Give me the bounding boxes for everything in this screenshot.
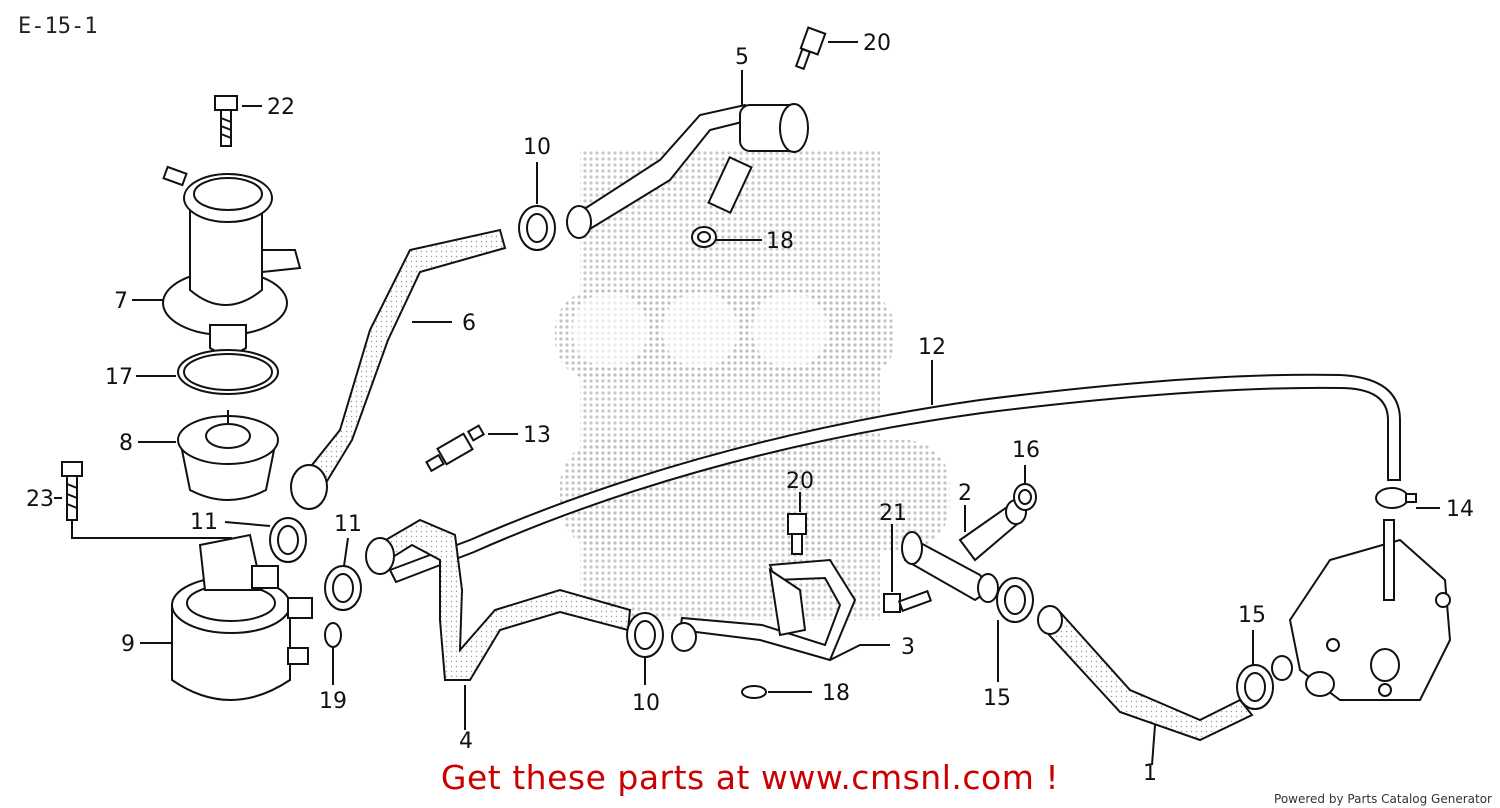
part-label: 11 bbox=[190, 510, 218, 535]
part-label: 13 bbox=[523, 423, 551, 448]
part-label: 22 bbox=[267, 95, 295, 120]
clamp-11a-icon bbox=[269, 517, 307, 563]
part-label: 15 bbox=[983, 686, 1011, 711]
thermostat-cover-7-icon bbox=[162, 165, 302, 355]
clamp-11b-icon bbox=[324, 565, 362, 611]
clip-14-icon bbox=[1375, 487, 1417, 509]
bolt-22-icon bbox=[214, 95, 238, 147]
part-label: 3 bbox=[901, 635, 915, 660]
thermostat-housing-9-icon bbox=[171, 533, 313, 701]
part-label: 17 bbox=[105, 365, 133, 390]
part-label: 16 bbox=[1012, 438, 1040, 463]
part-label: 4 bbox=[459, 729, 473, 754]
cta-link[interactable]: Get these parts at www.cmsnl.com ! bbox=[440, 758, 1060, 797]
part-label: 8 bbox=[119, 431, 133, 456]
temp-sensor-13-icon bbox=[425, 424, 486, 473]
part-label: 23 bbox=[26, 487, 54, 512]
bolt-20b-icon bbox=[787, 513, 807, 555]
part-label: 5 bbox=[735, 45, 749, 70]
part-label: 20 bbox=[786, 469, 814, 494]
part-label: 1 bbox=[1143, 761, 1157, 786]
bolt-20a-icon bbox=[794, 26, 827, 71]
part-labels: 1 2 3 4 5 6 7 8 9 10 10 11 11 12 13 14 1… bbox=[26, 31, 1474, 786]
part-label: 19 bbox=[319, 689, 347, 714]
part-label: 18 bbox=[822, 681, 850, 706]
water-pump-cover-icon bbox=[1271, 519, 1452, 701]
elbow-pipe-5-icon bbox=[566, 103, 809, 239]
part-label: 20 bbox=[863, 31, 891, 56]
part-label: 6 bbox=[462, 311, 476, 336]
bolt-21-icon bbox=[883, 589, 933, 613]
washer-18b-icon bbox=[741, 685, 767, 699]
powered-by-footer: Powered by Parts Catalog Generator bbox=[1274, 792, 1492, 806]
part-label: 21 bbox=[879, 501, 907, 526]
part-label: 2 bbox=[958, 481, 972, 506]
joint-pipe-2-icon bbox=[901, 499, 1027, 603]
part-label: 12 bbox=[918, 335, 946, 360]
page-title: E-15-1 bbox=[18, 14, 98, 39]
clip-19-icon bbox=[324, 622, 342, 648]
part-label: 10 bbox=[523, 135, 551, 160]
watermark-logo bbox=[555, 150, 950, 620]
bolt-23-icon bbox=[61, 461, 83, 521]
part-label: 9 bbox=[121, 632, 135, 657]
part-label: 14 bbox=[1446, 497, 1474, 522]
part-label: 10 bbox=[632, 691, 660, 716]
thermostat-8-icon bbox=[177, 410, 279, 501]
part-label: 11 bbox=[334, 512, 362, 537]
part-label: 18 bbox=[766, 229, 794, 254]
part-label: 15 bbox=[1238, 603, 1266, 628]
part-label: 7 bbox=[114, 289, 128, 314]
hose-12-icon bbox=[388, 373, 1401, 584]
